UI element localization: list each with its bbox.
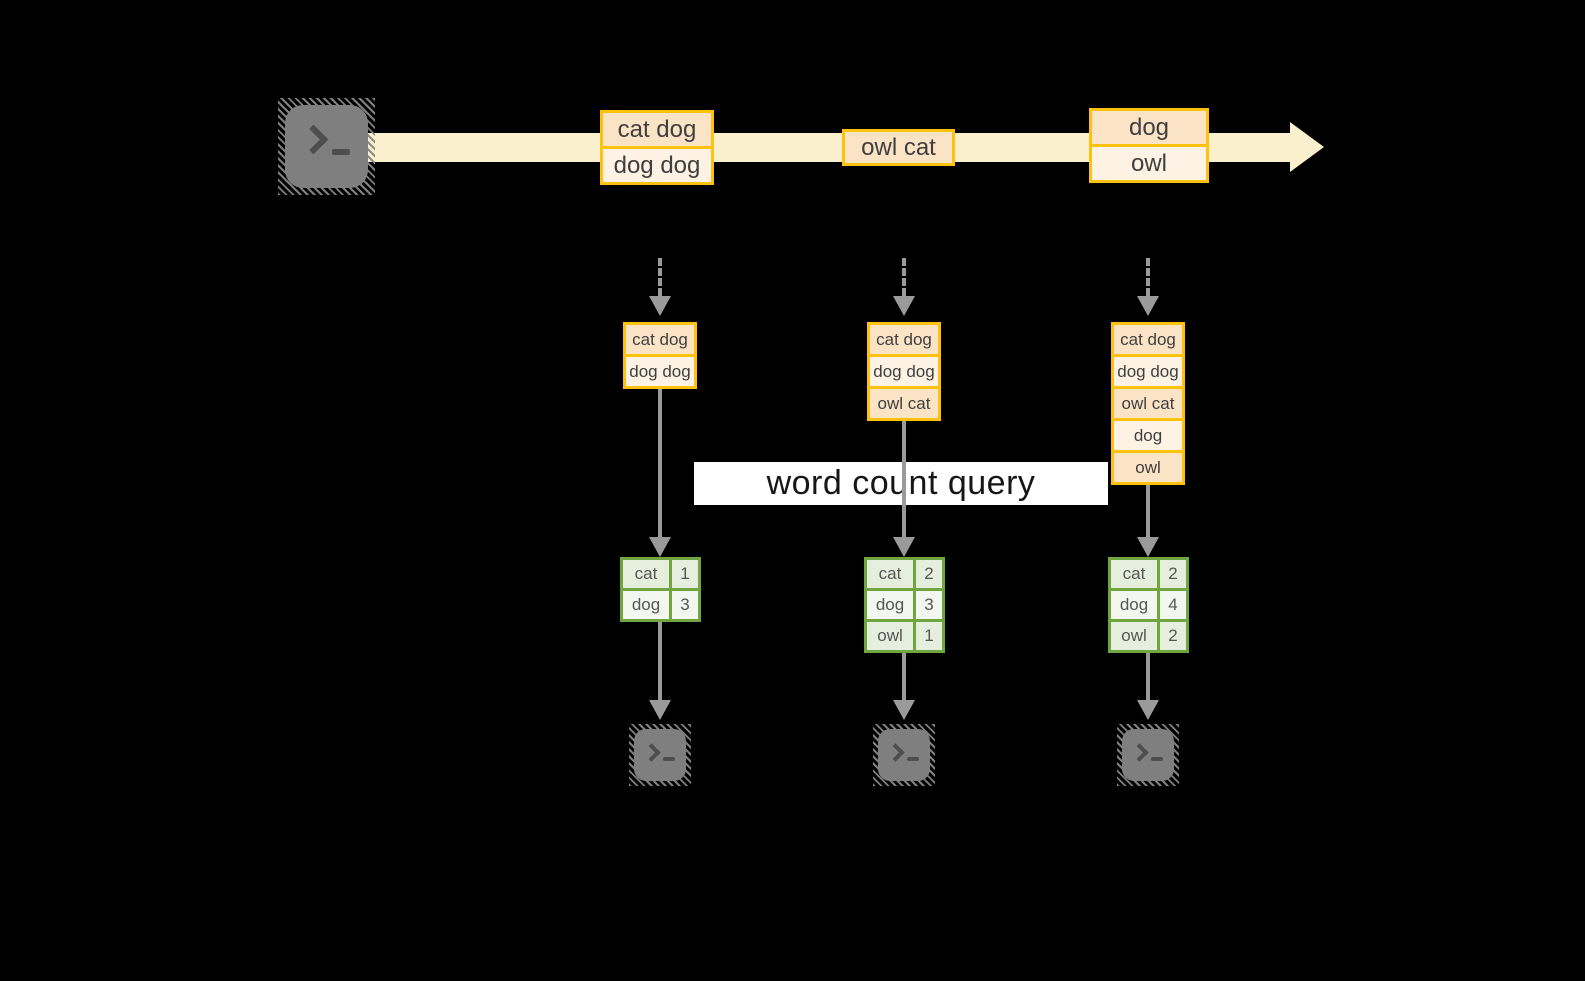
count-value: 3 [669,591,698,619]
query-label: word count query [694,462,1108,505]
count-value: 2 [1157,560,1186,588]
arrowhead-icon [893,296,915,316]
terminal-screen [1122,729,1174,781]
stream-record: owl cat [845,132,952,163]
count-value: 4 [1157,591,1186,619]
count-table-2: cat 2 dog 3 owl 1 [864,557,945,653]
count-value: 1 [669,560,698,588]
arrowhead-icon [893,537,915,557]
stream-record: cat dog [603,113,711,146]
state-box-3: cat dog dog dog owl cat dog owl [1111,322,1185,485]
count-word: owl [867,622,913,650]
prompt-chevron-icon [886,742,905,762]
count-row: dog 3 [867,588,942,619]
state-record: cat dog [870,325,938,354]
dashed-arrow-line [658,258,662,296]
prompt-chevron-icon [298,124,329,155]
arrowhead-icon [649,537,671,557]
stream-record: dog [1092,111,1206,144]
prompt-underscore-icon [1151,757,1163,761]
prompt-chevron-icon [642,742,661,762]
terminal-screen [285,105,368,188]
count-row: owl 2 [1111,619,1186,650]
count-value: 1 [913,622,942,650]
arrowhead-icon [649,296,671,316]
dashed-arrow-line [1146,258,1150,296]
prompt-chevron-icon [1130,742,1149,762]
arrow-line [1146,653,1150,700]
count-row: dog 3 [623,588,698,619]
prompt-underscore-icon [907,757,919,761]
stream-record: dog dog [603,146,711,182]
arrow-line [658,622,662,700]
count-value: 2 [1157,622,1186,650]
count-row: cat 1 [623,560,698,588]
sink-terminal-icon [1117,724,1179,786]
count-table-1: cat 1 dog 3 [620,557,701,622]
prompt-underscore-icon [332,148,350,155]
arrowhead-icon [1137,700,1159,720]
state-record: cat dog [626,325,694,354]
count-word: cat [867,560,913,588]
state-record: dog [1114,418,1182,450]
stream-batch-3: dog owl [1089,108,1209,183]
state-record: dog dog [1114,354,1182,386]
count-word: dog [623,591,669,619]
state-record: dog dog [870,354,938,386]
count-word: dog [1111,591,1157,619]
sink-terminal-icon [629,724,691,786]
count-value: 3 [913,591,942,619]
arrowhead-icon [1137,296,1159,316]
arrow-line [902,653,906,700]
state-box-1: cat dog dog dog [623,322,697,389]
source-terminal-icon [278,98,375,195]
stream-arrowhead-icon [1290,122,1324,172]
count-row: owl 1 [867,619,942,650]
state-record: owl cat [1114,386,1182,418]
arrow-line [1146,485,1150,537]
state-record: cat dog [1114,325,1182,354]
sink-terminal-icon [873,724,935,786]
count-word: owl [1111,622,1157,650]
count-word: dog [867,591,913,619]
dashed-arrow-line [902,258,906,296]
prompt-underscore-icon [663,757,675,761]
count-row: cat 2 [1111,560,1186,588]
state-box-2: cat dog dog dog owl cat [867,322,941,421]
terminal-screen [878,729,930,781]
arrowhead-icon [1137,537,1159,557]
count-word: cat [623,560,669,588]
count-row: cat 2 [867,560,942,588]
arrow-line [902,421,906,537]
arrowhead-icon [649,700,671,720]
state-record: owl cat [870,386,938,418]
count-table-3: cat 2 dog 4 owl 2 [1108,557,1189,653]
state-record: dog dog [626,354,694,386]
stream-batch-1: cat dog dog dog [600,110,714,185]
arrow-line [658,389,662,537]
count-word: cat [1111,560,1157,588]
arrowhead-icon [893,700,915,720]
stream-record: owl [1092,144,1206,180]
state-record: owl [1114,450,1182,482]
terminal-screen [634,729,686,781]
stream-batch-2: owl cat [842,129,955,166]
count-value: 2 [913,560,942,588]
count-row: dog 4 [1111,588,1186,619]
